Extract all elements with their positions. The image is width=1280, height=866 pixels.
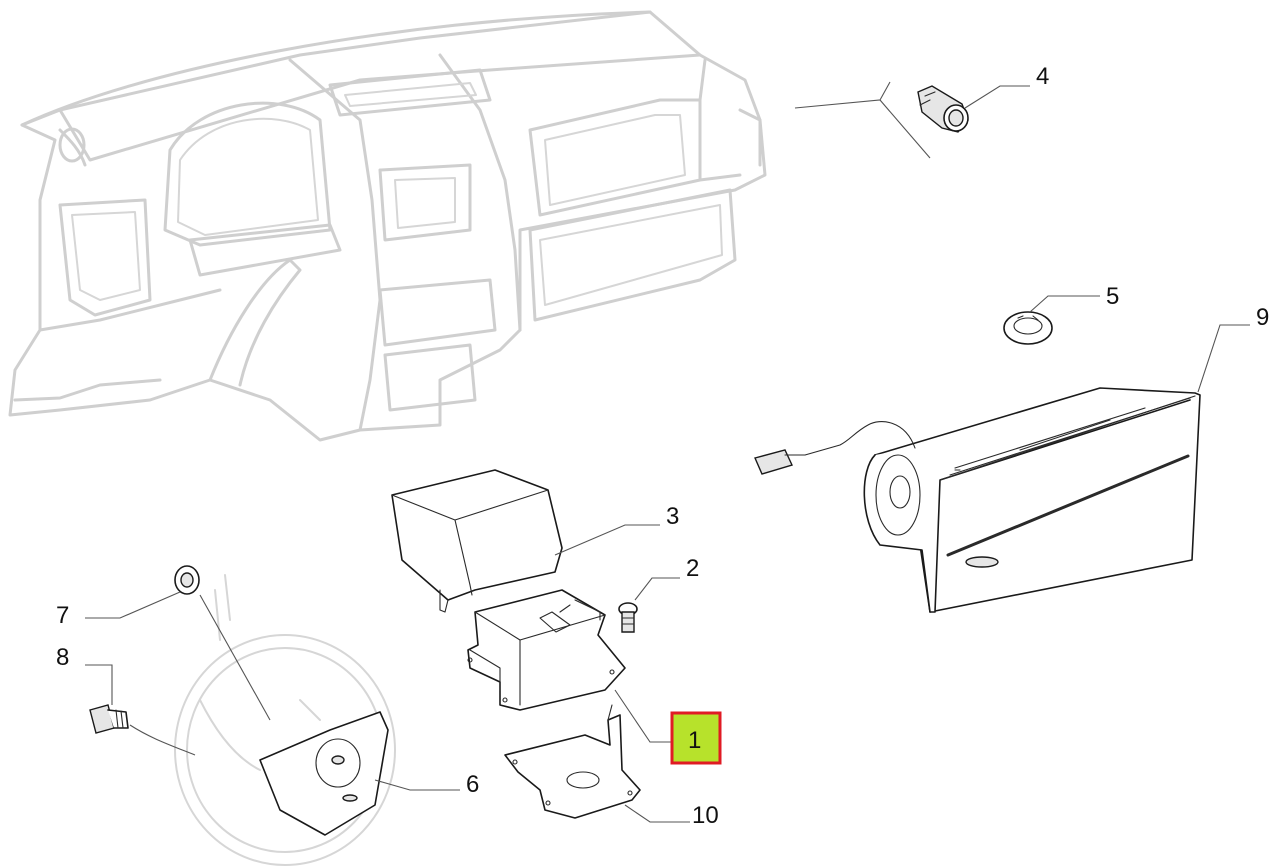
part-7-washer: [174, 565, 200, 595]
dashboard-outline: [8, 10, 767, 442]
callout-10: 10: [692, 802, 719, 829]
leader-4-label: [964, 85, 1030, 109]
part-9-passenger-airbag: [754, 387, 1201, 613]
highlight-box: [670, 711, 722, 765]
part-8-screw: [89, 704, 129, 734]
callout-7: 7: [56, 602, 69, 629]
leader-8-axis: [129, 724, 196, 756]
part-3-cover: [391, 469, 563, 613]
leader-4: [794, 81, 931, 159]
leader-8: [85, 664, 113, 705]
part-2-pin: [618, 602, 638, 633]
callout-4: 4: [1036, 63, 1049, 90]
part-6-driver-airbag: [259, 711, 389, 836]
part-1-control-unit: [467, 589, 626, 711]
leader-7-axis: [199, 594, 271, 721]
callout-labels: 4 5 9 3 2 7 8 6 10 1: [56, 63, 1269, 829]
leader-7: [85, 591, 181, 619]
callout-1: 1: [688, 727, 701, 754]
callout-2: 2: [686, 555, 699, 582]
callout-9: 9: [1256, 304, 1269, 331]
leader-6: [374, 779, 460, 791]
callout-1-highlight[interactable]: 1: [670, 711, 722, 765]
callout-3: 3: [666, 503, 679, 530]
leader-2: [634, 577, 680, 601]
leader-9: [1197, 324, 1250, 393]
callout-5: 5: [1106, 283, 1119, 310]
leader-5: [1029, 295, 1100, 313]
callout-6: 6: [466, 771, 479, 798]
leader-10: [624, 804, 690, 823]
part-10-bracket: [504, 704, 641, 819]
part-5-cap: [1003, 311, 1053, 345]
leader-3: [554, 524, 660, 556]
leader-1: [614, 689, 672, 743]
callout-8: 8: [56, 644, 69, 671]
part-4-clip: [917, 85, 969, 133]
